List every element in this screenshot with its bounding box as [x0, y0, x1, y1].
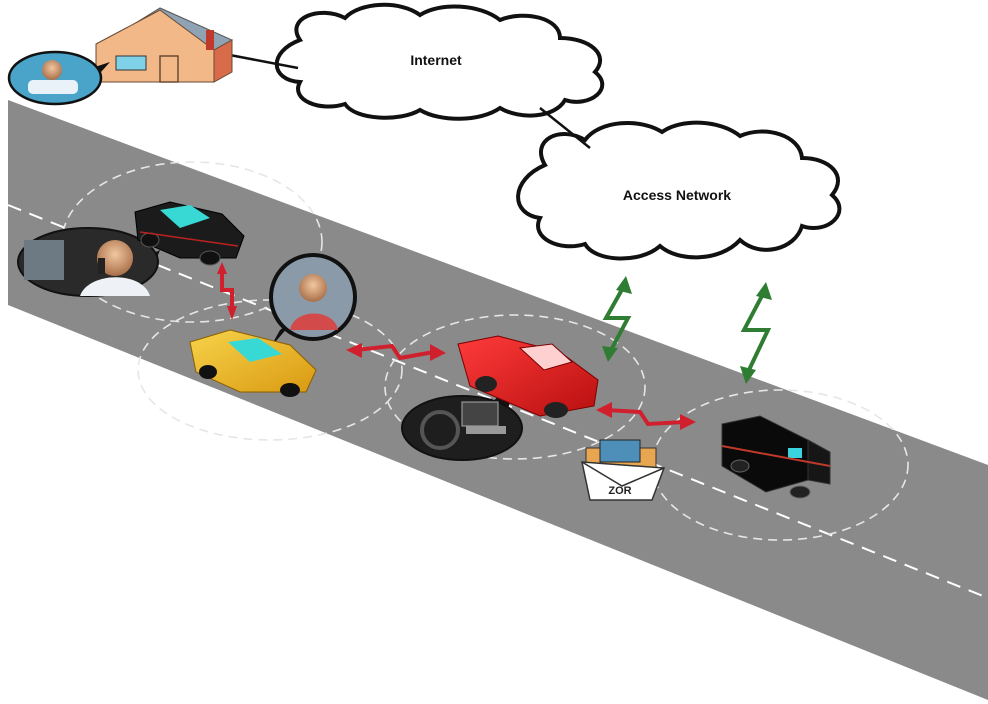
v2i-link-ambulance [744, 292, 768, 372]
access-network-label: Access Network [623, 187, 731, 203]
envelope-icon: ZOR [582, 440, 664, 500]
internet-cloud: Internet [277, 5, 603, 119]
internet-label: Internet [410, 52, 462, 68]
access-network-cloud: Access Network [518, 123, 839, 259]
envelope-label: ZOR [608, 485, 631, 497]
home-user-avatar [9, 52, 110, 104]
house-icon [96, 8, 232, 82]
